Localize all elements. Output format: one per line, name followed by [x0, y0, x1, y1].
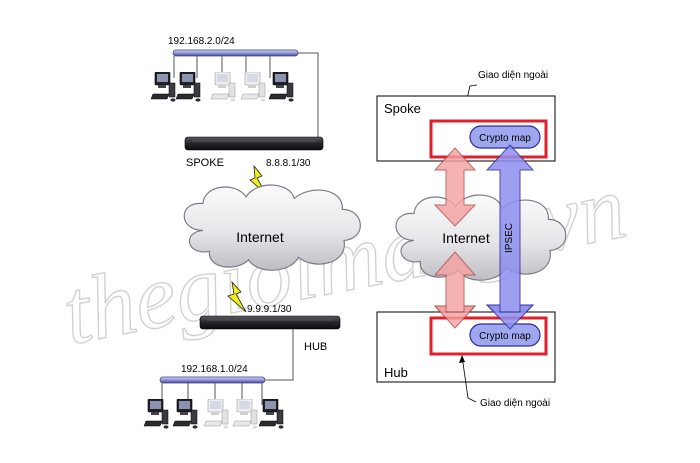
ipsec-label: IPSEC — [504, 223, 515, 253]
outer-interface-label-top: Giao diện ngoài — [478, 70, 548, 81]
hub-wan-lightning-icon — [227, 280, 247, 313]
spoke-lan-label: 192.168.2.0/24 — [168, 36, 235, 47]
spoke-outer-interface — [429, 119, 548, 159]
outer-interface-label-bottom: Giao diện ngoài — [480, 398, 550, 409]
spoke-box-label: Spoke — [384, 101, 421, 116]
hub-pc-icon — [203, 399, 230, 430]
hub-pc-icon — [143, 399, 170, 430]
internet-label-right: Internet — [442, 230, 490, 246]
internet-cloud-left-icon — [183, 184, 361, 271]
hub-router-label: HUB — [304, 341, 327, 353]
crypto-map-label-bottom: Crypto map — [479, 331, 531, 342]
spoke-pc-icon — [210, 72, 237, 103]
spoke-crypto-map — [469, 125, 541, 149]
spoke-lan-links — [173, 52, 319, 140]
hub-lan-label: 192.168.1.0/24 — [181, 364, 248, 375]
hub-router-icon — [199, 315, 341, 330]
spoke-router-label: SPOKE — [186, 157, 224, 169]
hub-lan-bus — [159, 376, 266, 384]
hub-box-label: Hub — [384, 365, 408, 380]
spoke-pc-icon — [150, 72, 177, 103]
hub-pc-icon — [232, 399, 259, 430]
spoke-router-icon — [184, 136, 324, 151]
left-topology: 192.168.2.0/24 SPOKE 8.8.8.1/30 Internet — [143, 36, 361, 430]
right-logical-view: Giao diện ngoài Spoke Crypto map IPSEC I… — [376, 70, 567, 409]
spoke-lan-bus — [172, 49, 299, 57]
hub-pc-icon — [258, 399, 285, 430]
crypto-map-label-top: Crypto map — [479, 133, 531, 144]
spoke-wan-ip: 8.8.8.1/30 — [266, 158, 311, 169]
spoke-pc-icon — [240, 72, 267, 103]
hub-wan-ip: 9.9.9.1/30 — [247, 304, 292, 315]
outer-interface-callout-bottom — [461, 355, 477, 403]
internet-label-left: Internet — [236, 229, 284, 245]
hub-outer-interface — [429, 316, 548, 356]
hub-pc-icon — [172, 399, 199, 430]
spoke-pc-icon — [268, 72, 295, 103]
